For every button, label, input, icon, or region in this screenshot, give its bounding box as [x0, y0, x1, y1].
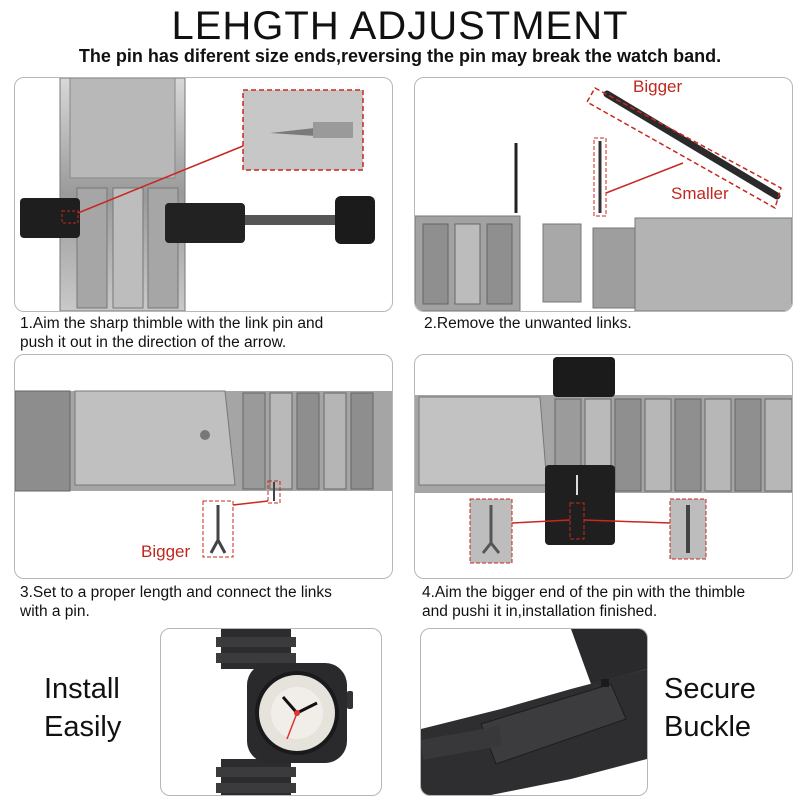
secure-line2: Buckle: [664, 711, 752, 743]
step-4-caption-line2: and pushi it in,installation finished.: [422, 603, 658, 620]
step-4-caption-line1: 4.Aim the bigger end of the pin with the…: [422, 584, 746, 601]
step-1-panel: [14, 77, 393, 312]
secure-line1: Secure: [664, 673, 756, 705]
install-line2: Easily: [44, 711, 122, 743]
smaller-label: Smaller: [671, 184, 729, 203]
step-1-caption: 1.Aim the sharp thimble with the link pi…: [20, 314, 390, 352]
step-3-caption-line2: with a pin.: [20, 603, 90, 620]
step-3-illustration: [15, 390, 392, 558]
step-3-caption: 3.Set to a proper length and connect the…: [20, 583, 390, 621]
step-2-illustration: [415, 86, 792, 311]
step-2-caption-line1: 2.Remove the unwanted links.: [424, 315, 632, 332]
page-title: LEHGTH ADJUSTMENT: [171, 4, 629, 48]
page-subtitle: The pin has diferent size ends,reversing…: [78, 46, 722, 66]
step-2-panel: Bigger Smaller: [414, 77, 793, 312]
bigger-label: Bigger: [633, 77, 683, 96]
install-panel: [160, 628, 382, 796]
bigger-label-step3: Bigger: [141, 542, 191, 561]
step-1-illustration: [20, 78, 375, 311]
step-4-panel: [414, 354, 793, 579]
step-3-panel: Bigger: [14, 354, 393, 579]
install-easily-text: Install Easily: [44, 670, 121, 746]
buckle-illustration: [421, 629, 647, 795]
step-1-caption-line1: 1.Aim the sharp thimble with the link pi…: [20, 315, 324, 332]
step-2-caption: 2.Remove the unwanted links.: [424, 314, 794, 333]
step-4-illustration: [415, 357, 792, 564]
secure-buckle-text: Secure Buckle: [664, 670, 756, 746]
watch-illustration: [216, 629, 353, 795]
step-4-caption: 4.Aim the bigger end of the pin with the…: [422, 583, 797, 621]
buckle-panel: [420, 628, 648, 796]
step-1-caption-line2: push it out in the direction of the arro…: [20, 334, 287, 351]
step-3-caption-line1: 3.Set to a proper length and connect the…: [20, 584, 332, 601]
install-line1: Install: [44, 673, 120, 705]
